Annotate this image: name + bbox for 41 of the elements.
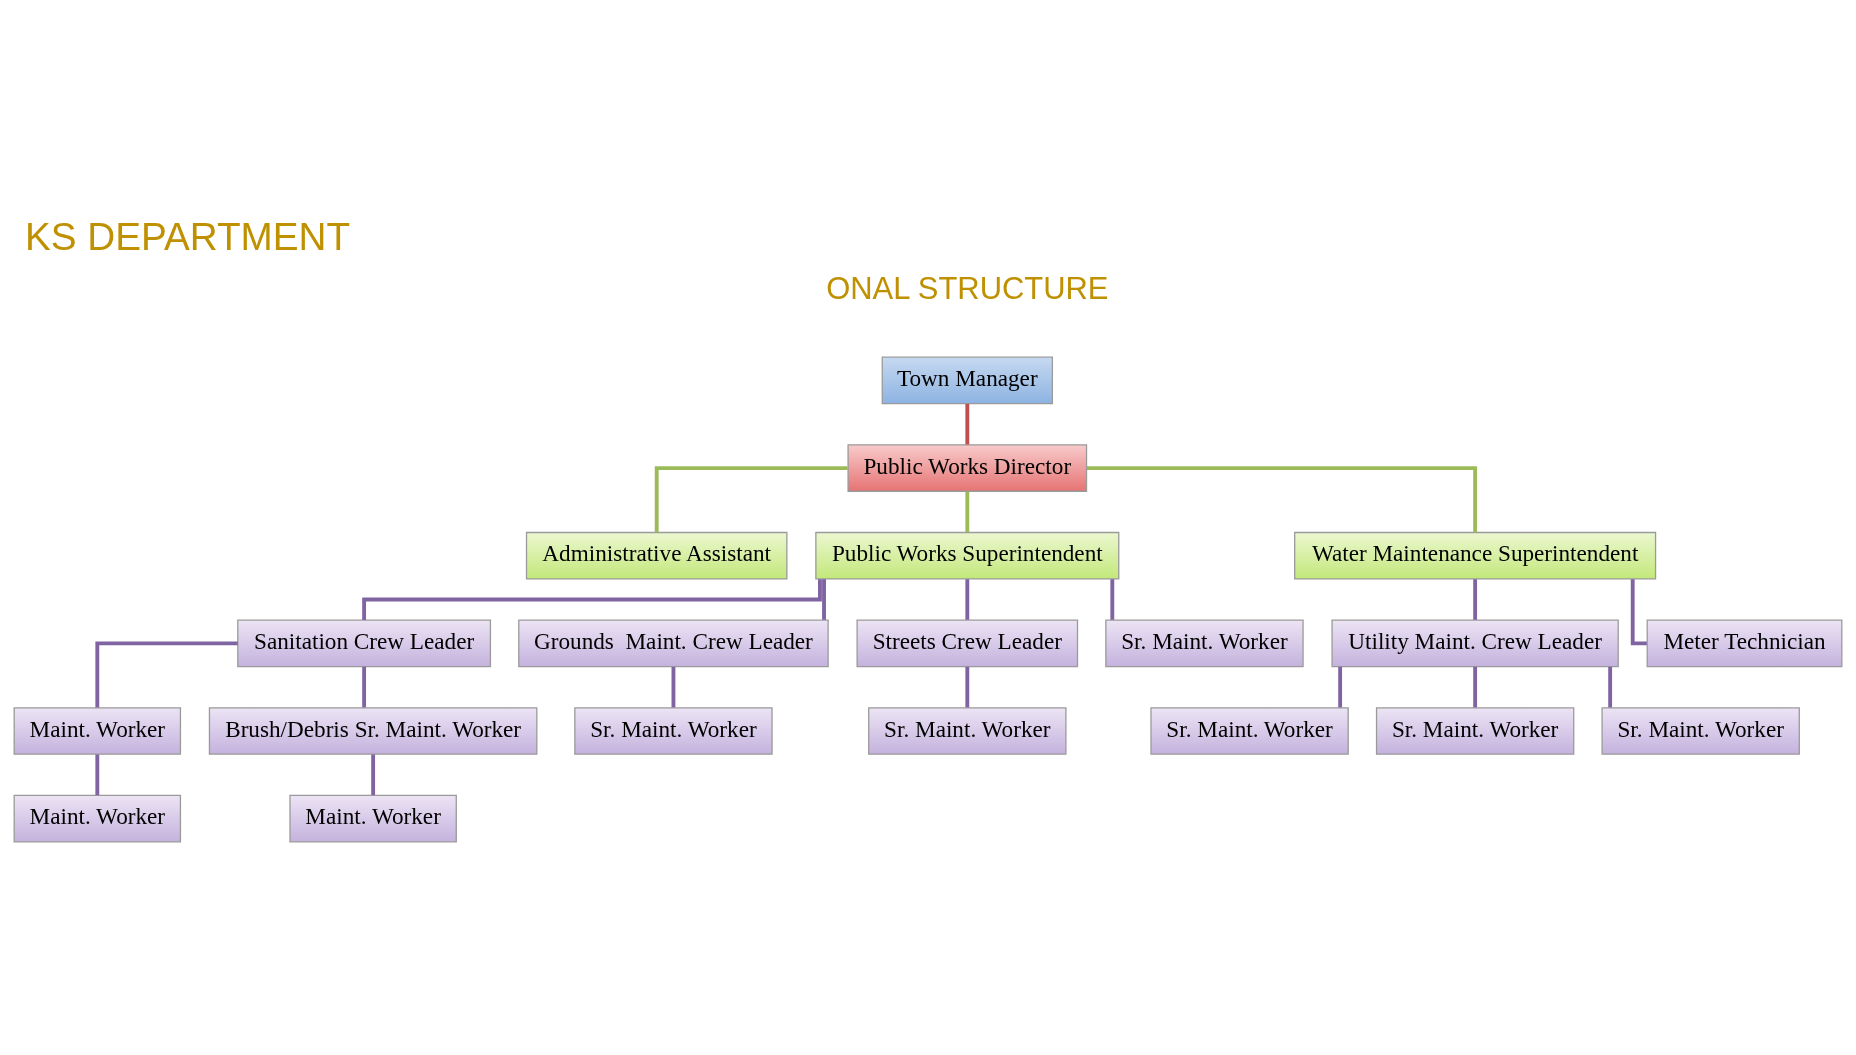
connector <box>1630 578 1647 645</box>
node-box: Sr. Maint. Worker <box>1150 706 1349 755</box>
node-box: Streets Crew Leader <box>856 619 1079 667</box>
connector <box>1473 666 1478 707</box>
connector <box>1473 578 1478 620</box>
connector <box>1110 578 1115 620</box>
connector <box>95 754 100 795</box>
label: ONAL STRUCTURE <box>826 270 1109 306</box>
connector <box>965 666 970 707</box>
node-box: Grounds Maint. Crew Leader <box>518 619 829 667</box>
node-box: Meter Technician <box>1646 619 1843 667</box>
connector <box>362 666 367 707</box>
node-box: Sr. Maint. Worker <box>1105 619 1304 667</box>
connector <box>371 754 376 795</box>
connector <box>1087 465 1478 532</box>
connector <box>671 666 676 707</box>
node-box: Brush/Debris Sr. Maint. Worker <box>208 706 538 755</box>
node-box: Water Maintenance Superintendent <box>1294 531 1657 580</box>
connector <box>965 403 970 444</box>
node-box: Maint. Worker <box>13 706 182 755</box>
node-box: Sr. Maint. Worker <box>1375 706 1575 755</box>
connector <box>822 578 826 620</box>
node-box: Maint. Worker <box>13 794 182 842</box>
connector <box>965 578 970 620</box>
node-box: Administrative Assistant <box>525 531 788 580</box>
node-box: Maint. Worker <box>289 794 457 842</box>
connector <box>654 465 848 532</box>
node-box: Public Works Director <box>847 443 1088 492</box>
node-box: Sr. Maint. Worker <box>574 706 773 755</box>
diagram-title: KS DEPARTMENT <box>25 214 351 258</box>
connector <box>965 491 970 532</box>
node-box: Sr. Maint. Worker <box>868 706 1067 755</box>
node-box: Town Manager <box>881 356 1054 404</box>
connector <box>362 578 822 620</box>
connector <box>95 640 238 707</box>
node-box: Public Works Superintendent <box>815 531 1120 580</box>
node-box: Utility Maint. Crew Leader <box>1331 619 1619 667</box>
connector <box>1338 666 1343 707</box>
node-box: Sr. Maint. Worker <box>1601 706 1800 755</box>
connector <box>1608 666 1613 707</box>
node-box: Sanitation Crew Leader <box>237 619 492 667</box>
